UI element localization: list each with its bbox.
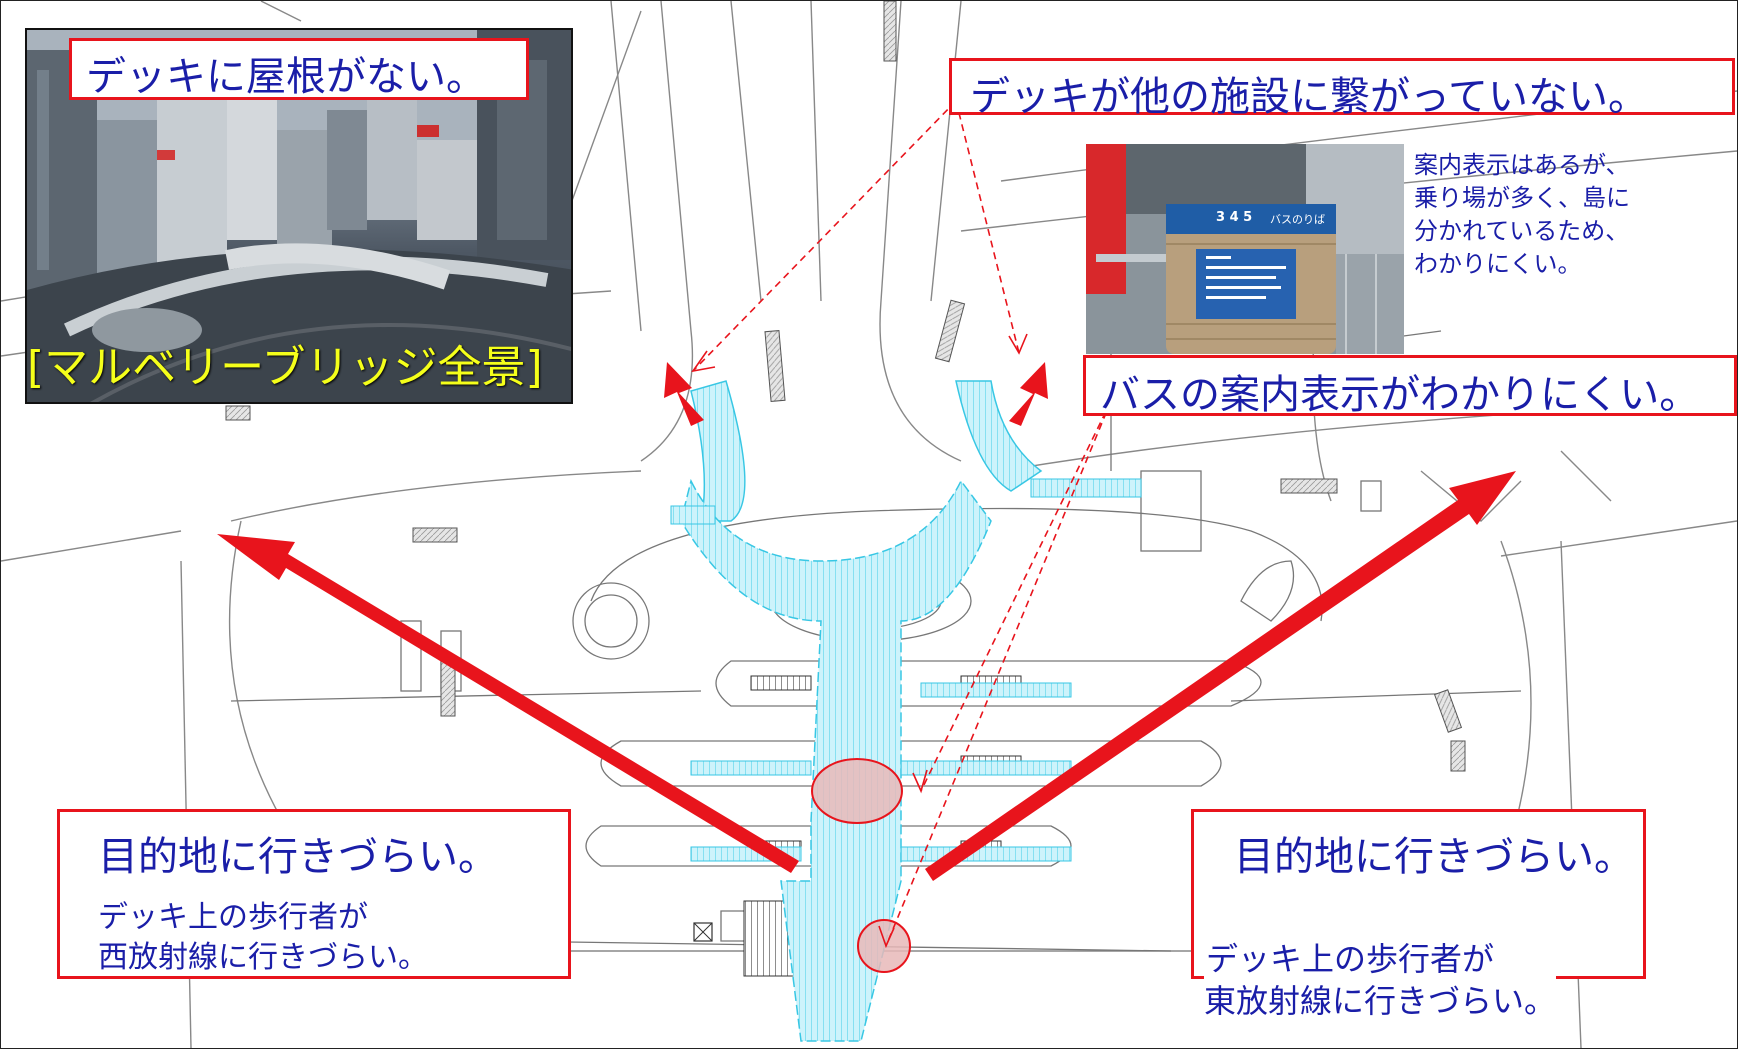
callout-west: 目的地に行きづらい。 デッキ上の歩行者が 西放射線に行きづらい。: [57, 809, 571, 979]
callout-west-body-1: デッキ上の歩行者が: [98, 900, 368, 935]
callout-east-body-1: デッキ上の歩行者が: [1206, 940, 1495, 978]
bus-sign-note-line-1: 案内表示はあるが、: [1414, 151, 1630, 179]
problem-spot-upper: [811, 758, 903, 824]
problem-spot-lower: [857, 919, 911, 973]
callout-west-body-2: 西放射線に行きづらい。: [98, 940, 428, 975]
callout-bus-sign-text: バスの案内表示がわかりにくい。: [1100, 372, 1700, 418]
bus-sign-note: 案内表示はあるが、 乗り場が多く、島に 分かれているため、 わかりにくい。: [1414, 149, 1714, 309]
bus-sign-text: バスのりば: [1270, 213, 1325, 226]
callout-not-connected: デッキが他の施設に繋がっていない。: [949, 58, 1735, 120]
callout-east-body-2: 東放射線に行きづらい。: [1204, 976, 1557, 1022]
callout-west-title: 目的地に行きづらい。: [98, 834, 498, 880]
direction-arrows: [217, 362, 1516, 881]
bus-sign-note-line-4: わかりにくい。: [1414, 250, 1582, 278]
bus-sign-note-line-3: 分かれているため、: [1414, 217, 1630, 245]
callout-no-roof: デッキに屋根がない。: [69, 38, 529, 100]
photo-caption-text: [マルベリーブリッジ全景]: [27, 342, 543, 393]
bus-sign-numbers: 3 4 5: [1216, 210, 1253, 225]
callout-no-roof-text: デッキに屋根がない。: [86, 54, 486, 100]
callout-bus-sign: バスの案内表示がわかりにくい。: [1083, 355, 1737, 418]
bus-sign-note-line-2: 乗り場が多く、島に: [1414, 184, 1630, 212]
callout-east: 目的地に行きづらい。 デッキ上の歩行者が: [1191, 809, 1646, 979]
photo-deck-overview-caption: [マルベリーブリッジ全景]: [27, 329, 567, 395]
callout-east-title: 目的地に行きづらい。: [1234, 834, 1634, 880]
photo-bus-sign-scene: [1086, 144, 1404, 354]
callout-not-connected-text: デッキが他の施設に繋がっていない。: [970, 74, 1648, 120]
leader-arrowheads: [691, 333, 1028, 949]
elevator-box: [693, 922, 713, 942]
photo-bus-sign: 3 4 5 バスのりば: [1086, 144, 1404, 354]
leader-lines: [692, 100, 1112, 947]
